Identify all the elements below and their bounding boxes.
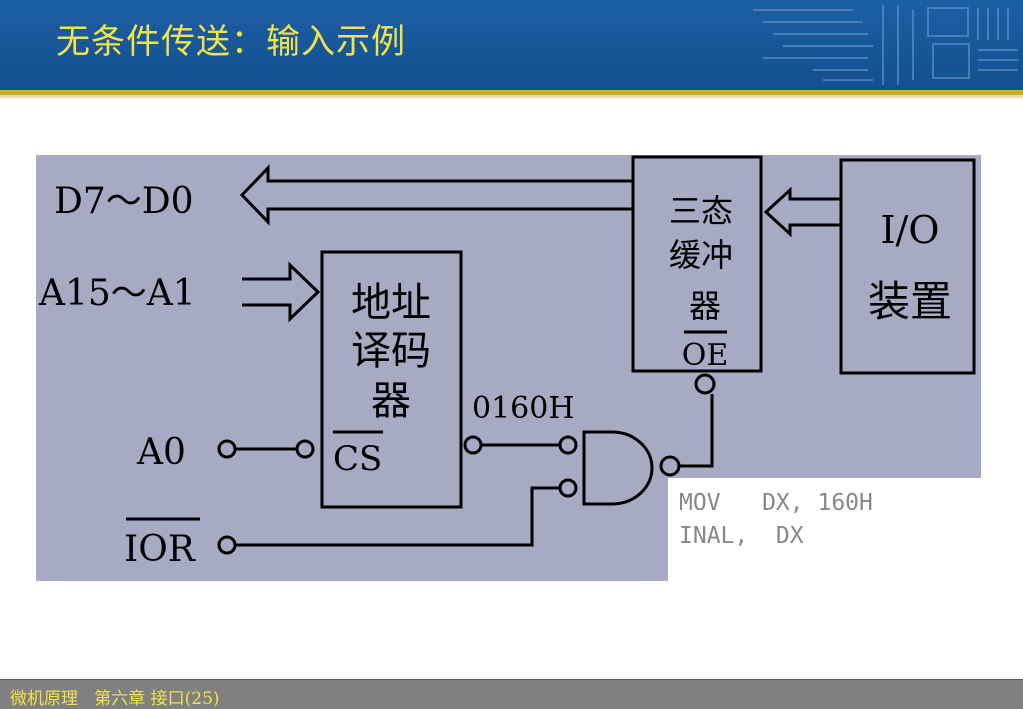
- decoder-label-line-2: 译码: [351, 328, 431, 374]
- slide-header: 无条件传送：输入示例: [0, 0, 1023, 90]
- nand-gate: [582, 430, 654, 506]
- ior-label: IOR: [124, 529, 196, 570]
- address-decoder-box: [320, 250, 463, 509]
- cs-input-bubble: [295, 439, 315, 459]
- oe-label: OE: [682, 338, 729, 373]
- a0-label: A0: [136, 432, 186, 473]
- code-line-2: INAL, DX: [679, 523, 804, 549]
- diagram-panel: [36, 155, 981, 581]
- buffer-label-line-1: 三态: [669, 192, 733, 230]
- circuit-decoration: [753, 5, 1018, 85]
- header-rule: [0, 90, 1023, 95]
- address-bus-arrow: [242, 261, 321, 323]
- oe-input-bubble: [694, 373, 716, 395]
- decoder-label-line-1: 地址: [351, 280, 431, 326]
- page-title: 无条件传送：输入示例: [56, 22, 406, 62]
- data-bus-arrow: [239, 164, 632, 226]
- tristate-buffer-box: [631, 155, 763, 373]
- code-line-1: MOV DX, 160H: [679, 490, 873, 516]
- decoder-output-label: 0160H: [472, 391, 575, 426]
- header-rule-light: [0, 95, 1023, 98]
- ior-wire: [235, 486, 560, 547]
- io-label-line-2: 装置: [868, 277, 952, 326]
- gate-input-bubble-2: [558, 478, 578, 498]
- io-label-line-1: I/O: [881, 208, 940, 252]
- buffer-label-line-2: 缓冲: [669, 236, 733, 274]
- slide-footer: 微机原理 第六章 接口(25): [0, 679, 1023, 709]
- address-bus-label: A15～A1: [38, 273, 196, 314]
- cs-label: CS: [333, 439, 382, 479]
- footer-text: 微机原理 第六章 接口(25): [10, 689, 220, 709]
- io-device-box: [839, 158, 976, 375]
- decoder-label-line-3: 器: [371, 378, 411, 424]
- data-bus-label: D7～D0: [54, 181, 194, 222]
- buffer-label-line-3: 器: [689, 287, 721, 325]
- gate-to-oe-wire: [679, 394, 714, 468]
- gate-input-bubble-1: [558, 435, 578, 455]
- io-to-buffer-arrow: [763, 186, 840, 238]
